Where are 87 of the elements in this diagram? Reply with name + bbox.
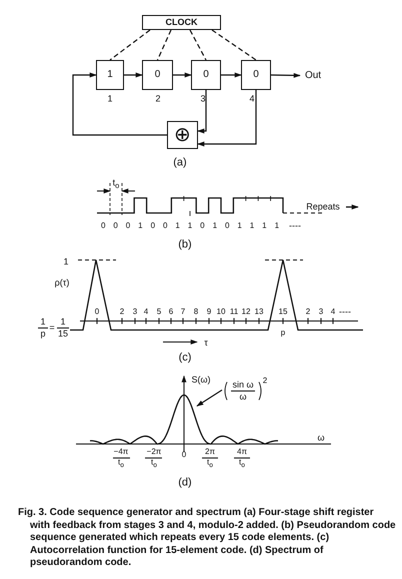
bit-value: 1 xyxy=(175,222,180,230)
caption: Fig. 3. Code sequence generator and spectrum (a) Four-stage shift register with feedback from stages 3 and 4, modulo-2 added. (b) Pseudorandom code sequence generated which repeats every 15 code elements. (c) Autocorrelation function for 15-element code. (d) Spectrum of pseudorandom code. xyxy=(18,507,396,570)
tick-label: t$_{o}$ xyxy=(207,458,213,470)
dashed-line xyxy=(189,30,207,60)
tick-label: 4 xyxy=(330,308,336,316)
axis-value: 1 xyxy=(40,318,46,326)
bit-value: 0 xyxy=(200,222,205,230)
tick-label: 2π xyxy=(205,448,215,456)
tick-label: 7 xyxy=(180,308,186,316)
tick-label: 8 xyxy=(194,308,198,316)
bit-value: 1 xyxy=(262,222,267,230)
exponent: 2 xyxy=(262,377,268,385)
tick-label: 15 xyxy=(278,308,288,316)
tick-label: 3 xyxy=(318,308,324,316)
axis-title: ω xyxy=(317,434,325,442)
axis-value: 1 xyxy=(60,318,66,326)
continuation-dashes: ---- xyxy=(289,222,301,230)
output-label: Out xyxy=(304,70,322,80)
modulo-2-adder-box: ⊕ xyxy=(167,121,198,149)
clock-box: CLOCK xyxy=(142,15,221,30)
tick-label: 4 xyxy=(144,308,148,316)
tick-label: 2 xyxy=(120,308,124,316)
tick-label: t$_{o}$ xyxy=(118,458,124,470)
formula-text: ω xyxy=(239,392,247,402)
leader-line xyxy=(196,390,222,406)
tick-label: 5 xyxy=(156,308,162,316)
axis-value: = xyxy=(49,324,55,332)
bit-value: 0 xyxy=(126,222,130,230)
bit-value: 0 xyxy=(113,222,118,230)
bit-value: 1 xyxy=(138,222,143,230)
arrow xyxy=(197,90,207,134)
stage-number: 2 xyxy=(156,94,160,104)
axis-title: S(ω) xyxy=(191,376,211,384)
stage-number: 4 xyxy=(250,94,254,104)
axis-title: τ xyxy=(204,338,208,348)
bit-value: 1 xyxy=(212,222,218,230)
tick-label: 4π xyxy=(237,448,247,456)
bit-value: 0 xyxy=(100,222,106,230)
arrow xyxy=(72,72,167,136)
formula-text: sin ω xyxy=(232,380,254,390)
tick-label: p xyxy=(280,329,286,337)
tick-label: 0 xyxy=(94,308,100,316)
panel-label: (c) xyxy=(178,352,192,364)
continuation-dashes: ---- xyxy=(339,308,351,316)
spectrum-curve xyxy=(90,394,278,445)
arrow xyxy=(197,90,257,146)
panel-label: (b) xyxy=(178,240,192,250)
tick-label: 12 xyxy=(242,308,250,316)
stage-number: 1 xyxy=(108,94,112,104)
bit-value: 1 xyxy=(250,222,254,230)
tick-label: t$_{o}$ xyxy=(151,458,157,470)
tick-label: 11 xyxy=(230,308,238,316)
register-stage-box: 0 xyxy=(241,60,271,90)
dashed-line xyxy=(156,30,172,60)
bit-value: 0 xyxy=(224,222,230,230)
axis-value: 15 xyxy=(58,330,68,338)
tick-label: t$_{o}$ xyxy=(239,458,245,470)
axis-value: p xyxy=(40,330,46,338)
bit-value: 1 xyxy=(274,222,280,230)
register-stage-box: 0 xyxy=(191,60,221,90)
axis-value: 1 xyxy=(64,258,68,266)
register-stage-box: 0 xyxy=(142,60,173,90)
tick-label: 10 xyxy=(216,308,226,316)
tick-label: 0 xyxy=(182,451,186,459)
arrow xyxy=(221,72,242,78)
tick-label: 9 xyxy=(206,308,212,316)
annotation: Repeats xyxy=(306,202,340,212)
tick-label: 2 xyxy=(306,308,310,316)
bit-value: 0 xyxy=(150,222,156,230)
bit-value: 1 xyxy=(188,222,192,230)
tick-label: −2π xyxy=(146,448,162,456)
stage-number: 3 xyxy=(200,94,206,104)
register-stage-box: 1 xyxy=(96,60,124,90)
axis-title: ρ(τ) xyxy=(54,278,70,288)
tick-label: −4π xyxy=(114,448,128,456)
arrow xyxy=(270,72,301,78)
dimension-label: t$_{o}$ xyxy=(112,178,120,190)
dashed-line xyxy=(212,30,256,60)
tick-label: 13 xyxy=(254,308,264,316)
dashed-line xyxy=(110,30,150,60)
panel-label: (d) xyxy=(178,478,192,488)
bit-value: 1 xyxy=(237,222,242,230)
tick-label: 6 xyxy=(168,308,174,316)
bit-value: 0 xyxy=(162,222,168,230)
arrow xyxy=(124,72,143,78)
arrow xyxy=(173,72,192,78)
tick-label: 3 xyxy=(132,308,138,316)
